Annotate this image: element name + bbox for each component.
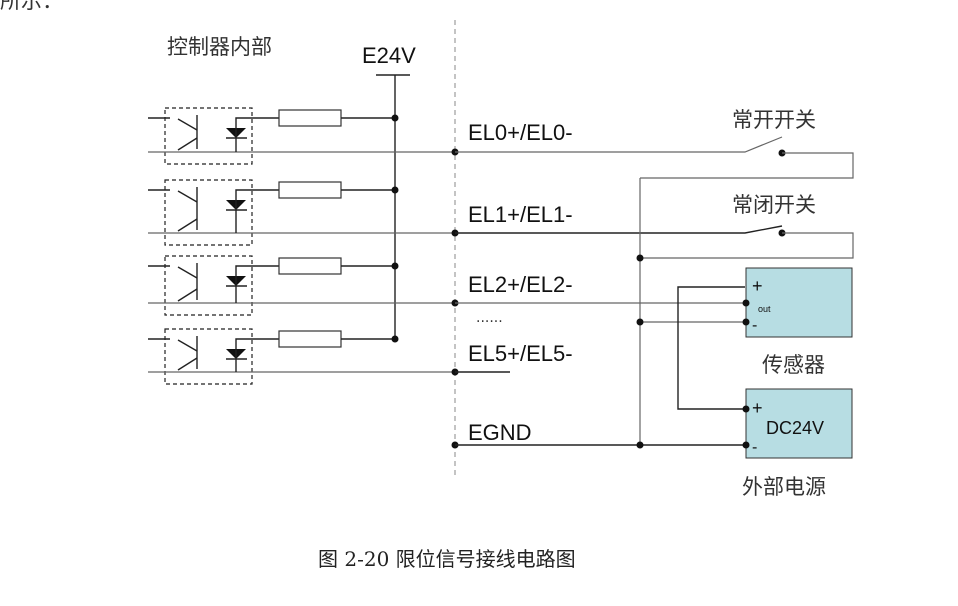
- signal-label-el2: EL2+/EL2-: [468, 272, 573, 297]
- resistor-icon: [278, 257, 342, 275]
- sensor-label: 传感器: [762, 353, 825, 377]
- signal-label-el5: EL5+/EL5-: [468, 341, 573, 366]
- optocoupler-box: [164, 107, 253, 165]
- optocoupler-channel-1: [148, 179, 459, 246]
- top-text-fragment: 所示：: [0, 0, 63, 13]
- optocoupler-channel-0: [148, 107, 459, 165]
- optocoupler-box: [164, 255, 253, 316]
- optocoupler-box: [164, 328, 253, 385]
- sensor-box: [745, 267, 853, 338]
- figure-caption: 图 2-20 限位信号接线电路图: [318, 547, 576, 571]
- sensor-plus: +: [752, 276, 763, 296]
- resistor-icon: [278, 181, 342, 199]
- optocoupler-box: [164, 179, 253, 246]
- normally-closed-switch-label: 常闭开关: [732, 193, 816, 217]
- egnd-label: EGND: [468, 420, 532, 445]
- power-minus: -: [752, 439, 757, 456]
- sensor-out: out: [758, 304, 771, 314]
- power-supply-box: [745, 388, 853, 459]
- external-wiring: [455, 136, 854, 449]
- input-channels: [148, 107, 459, 449]
- external-power-label: 外部电源: [742, 475, 826, 499]
- sensor-minus: -: [752, 317, 757, 334]
- resistor-icon: [278, 109, 342, 127]
- ellipsis: ......: [476, 310, 503, 326]
- signal-label-el0: EL0+/EL0-: [468, 120, 573, 145]
- optocoupler-channel-3: [148, 328, 459, 385]
- normally-open-switch-label: 常开开关: [732, 108, 816, 132]
- resistor-icon: [278, 330, 342, 348]
- signal-label-el1: EL1+/EL1-: [468, 202, 573, 227]
- e24v-label: E24V: [362, 43, 416, 68]
- power-dc24v: DC24V: [766, 418, 824, 438]
- power-plus: +: [752, 398, 763, 418]
- controller-internal-label: 控制器内部: [167, 35, 272, 59]
- optocoupler-channel-2: [148, 255, 459, 316]
